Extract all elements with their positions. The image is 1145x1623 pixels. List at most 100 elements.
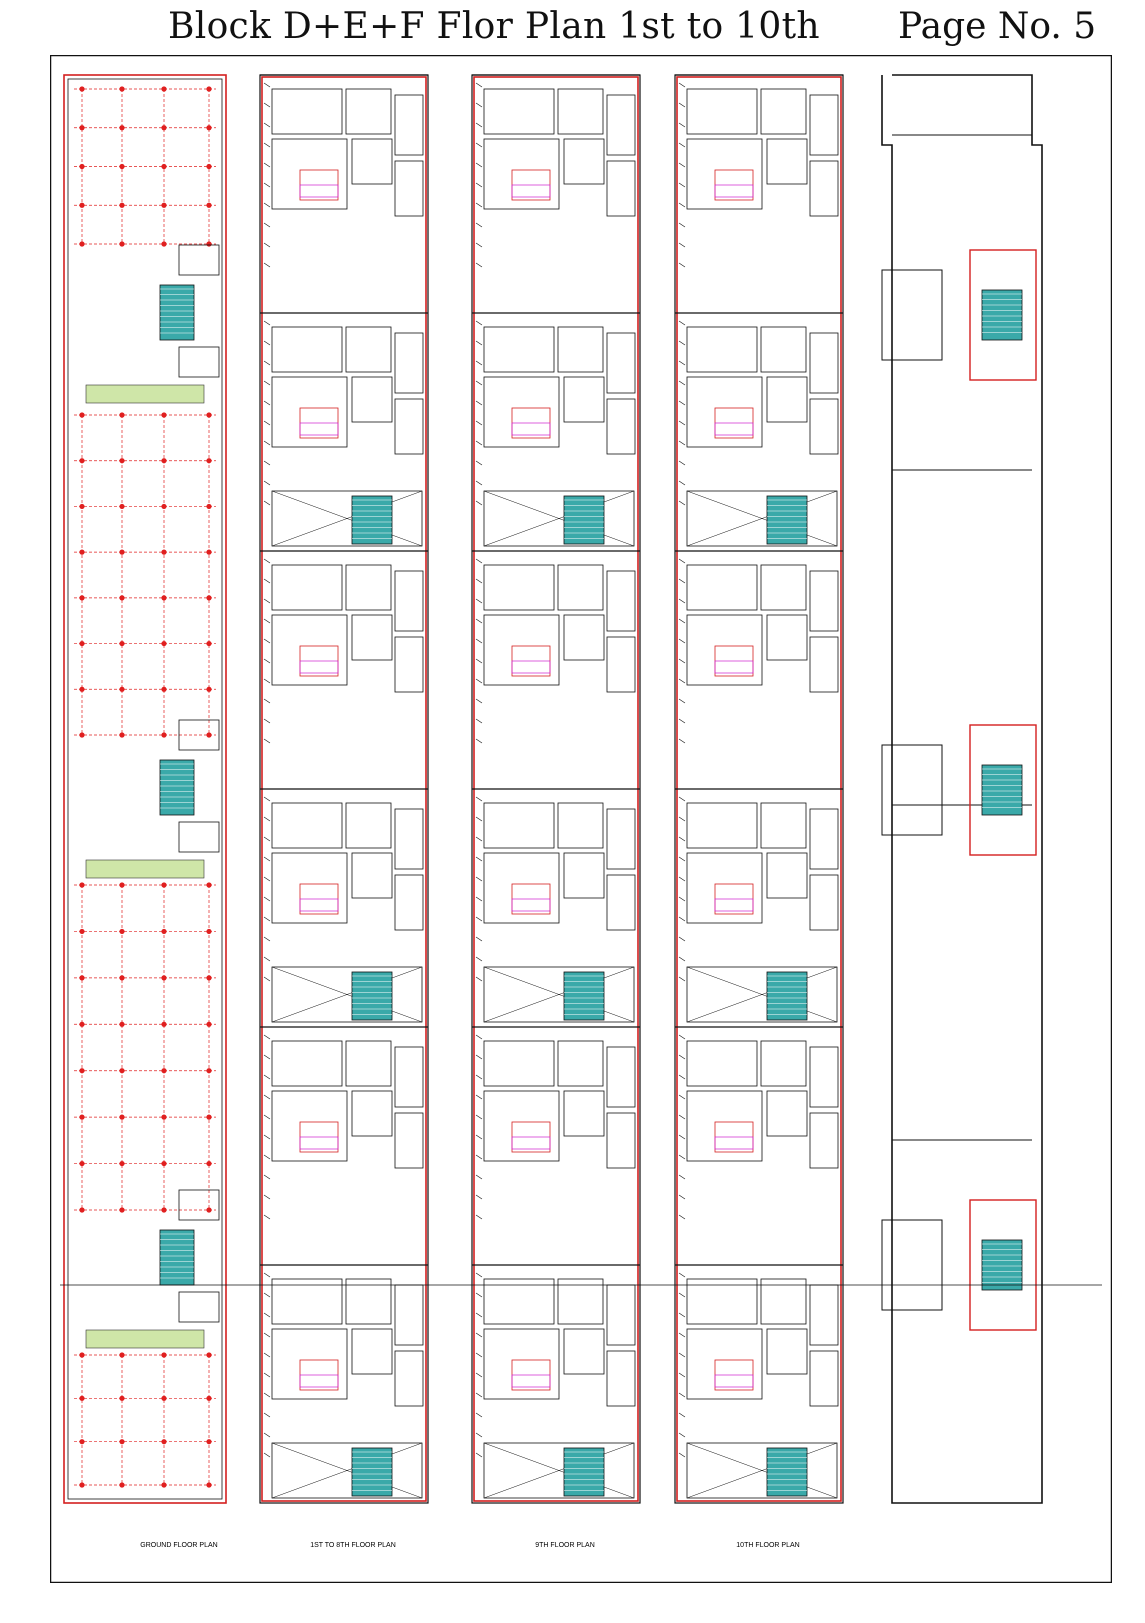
wall-hatch: [678, 638, 686, 644]
room: [271, 376, 348, 448]
wall-hatch: [475, 1312, 483, 1318]
room: [394, 398, 424, 455]
room: [606, 1046, 636, 1108]
lift-room: [178, 821, 220, 853]
room: [394, 1284, 424, 1346]
column-marker: [79, 241, 85, 247]
wall-hatch: [475, 500, 483, 506]
column-marker: [161, 125, 167, 131]
room: [809, 332, 839, 394]
room: [394, 1046, 424, 1108]
column-marker: [161, 1021, 167, 1027]
area-tag: [299, 1374, 339, 1388]
wall-hatch: [475, 1372, 483, 1378]
wall-hatch: [678, 1074, 686, 1080]
wall-hatch: [475, 440, 483, 446]
floor-plan-sheet: GROUND FLOOR PLAN 1ST TO 8TH FLOOR PLAN …: [50, 55, 1112, 1583]
column-marker: [206, 1395, 212, 1401]
stair-block: [351, 495, 393, 545]
wall-hatch: [263, 1332, 271, 1338]
wall-hatch: [263, 896, 271, 902]
wall-hatch: [475, 142, 483, 148]
room: [809, 160, 839, 217]
wall-hatch: [263, 956, 271, 962]
wall-hatch: [678, 102, 686, 108]
column-marker: [161, 1160, 167, 1167]
wall-hatch: [678, 1432, 686, 1438]
wall-hatch: [263, 738, 271, 744]
wall-hatch: [678, 1094, 686, 1100]
area-tag: [511, 422, 551, 436]
panel-caption-ninth: 9TH FLOOR PLAN: [535, 1542, 595, 1549]
room: [271, 138, 348, 210]
room: [686, 88, 758, 135]
column-marker: [79, 686, 85, 692]
wall-hatch: [475, 638, 483, 644]
wall-hatch: [475, 480, 483, 486]
wall-hatch: [263, 1312, 271, 1318]
room: [394, 1112, 424, 1169]
room: [271, 614, 348, 686]
wall-hatch: [263, 1352, 271, 1358]
column-marker: [79, 125, 85, 131]
column-marker: [119, 1021, 125, 1027]
wall-hatch: [475, 678, 483, 684]
wall-hatch: [475, 876, 483, 882]
room: [483, 852, 560, 924]
terrace-wing: [881, 744, 943, 836]
wall-hatch: [475, 658, 483, 664]
corridor: [686, 966, 838, 1023]
wall-hatch: [263, 122, 271, 128]
column-marker: [119, 1160, 125, 1167]
stair-block: [159, 284, 195, 341]
room: [483, 1040, 555, 1087]
room: [606, 874, 636, 931]
room: [809, 570, 839, 632]
wall-hatch: [475, 1194, 483, 1200]
wall-hatch: [678, 956, 686, 962]
stair-block: [159, 759, 195, 816]
wall-hatch: [678, 936, 686, 942]
wall-hatch: [678, 440, 686, 446]
area-tag: [714, 422, 754, 436]
room: [563, 138, 605, 185]
wall-hatch: [678, 202, 686, 208]
corridor: [686, 1442, 838, 1499]
wall-hatch: [678, 558, 686, 564]
wall-hatch: [475, 82, 483, 88]
wall-hatch: [263, 320, 271, 326]
area-tag: [511, 660, 551, 674]
wall-hatch: [263, 142, 271, 148]
wall-hatch: [475, 816, 483, 822]
room: [686, 138, 763, 210]
wall-hatch: [263, 1372, 271, 1378]
wall-hatch: [263, 242, 271, 248]
column-marker: [119, 241, 125, 247]
corridor: [483, 490, 635, 547]
wall-hatch: [263, 222, 271, 228]
wall-hatch: [263, 82, 271, 88]
room: [760, 88, 807, 135]
wall-hatch: [475, 460, 483, 466]
column-marker: [119, 640, 125, 647]
lift-room: [178, 244, 220, 276]
wall-hatch: [475, 1432, 483, 1438]
wall-hatch: [678, 1174, 686, 1180]
corridor: [271, 490, 423, 547]
column-marker: [79, 1021, 85, 1027]
wall-hatch: [263, 102, 271, 108]
column-marker: [79, 640, 85, 647]
wall-hatch: [678, 1412, 686, 1418]
column-marker: [206, 640, 212, 647]
wall-hatch: [678, 816, 686, 822]
void-cross: [271, 1442, 423, 1499]
wall-hatch: [678, 380, 686, 386]
wall-hatch: [263, 202, 271, 208]
stair-block: [981, 764, 1023, 816]
wall-hatch: [475, 916, 483, 922]
wall-hatch: [263, 162, 271, 168]
wall-hatch: [263, 578, 271, 584]
panel-caption-ground: GROUND FLOOR PLAN: [140, 1542, 217, 1549]
room: [483, 1328, 560, 1400]
wall-hatch: [263, 1094, 271, 1100]
